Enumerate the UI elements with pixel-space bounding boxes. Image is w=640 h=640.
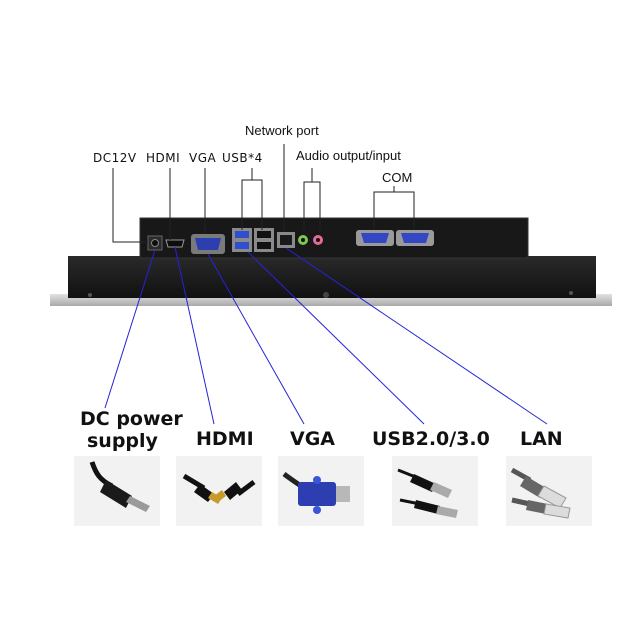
audio-ports bbox=[298, 235, 323, 245]
lan-port bbox=[277, 232, 295, 248]
label-audio: Audio output/input bbox=[296, 148, 401, 163]
dc-plug-icon bbox=[74, 456, 160, 526]
label-usb4: USB*4 bbox=[222, 151, 263, 165]
label-vga-cable: VGA bbox=[290, 428, 336, 450]
label-vga-port: VGA bbox=[189, 151, 217, 165]
label-dc-power-line2: supply bbox=[87, 430, 158, 452]
label-network-port: Network port bbox=[245, 123, 319, 138]
panel-lower-body bbox=[68, 256, 596, 298]
com-port-1 bbox=[356, 230, 394, 246]
usb-connector-line bbox=[247, 251, 425, 425]
hdmi-port bbox=[165, 239, 185, 248]
label-dc12v: DC12V bbox=[93, 151, 137, 165]
vga-port bbox=[191, 234, 225, 254]
connector-lines bbox=[104, 246, 548, 425]
com-port-2 bbox=[396, 230, 434, 246]
label-hdmi-port: HDMI bbox=[146, 151, 181, 165]
usb-ports bbox=[232, 228, 274, 252]
label-dc-power-line1: DC power bbox=[80, 408, 183, 430]
label-lan-cable: LAN bbox=[520, 428, 563, 450]
dc-connector-line bbox=[104, 249, 156, 409]
leader-brackets bbox=[112, 144, 415, 243]
lan-cable-icon bbox=[506, 456, 592, 526]
label-com: COM bbox=[382, 170, 413, 185]
dc-jack-port bbox=[147, 235, 163, 251]
hdmi-connector-line bbox=[174, 246, 215, 425]
label-hdmi-cable: HDMI bbox=[196, 428, 254, 450]
hdmi-cable-icon bbox=[176, 456, 262, 526]
vga-connector-line bbox=[207, 253, 305, 425]
dc12v-leader bbox=[112, 168, 148, 243]
vga-cable-icon bbox=[278, 456, 364, 526]
panel-device bbox=[50, 217, 612, 306]
lan-connector-line bbox=[285, 247, 548, 425]
usb-cable-icon bbox=[392, 456, 478, 526]
label-usb-cable: USB2.0/3.0 bbox=[372, 428, 490, 450]
